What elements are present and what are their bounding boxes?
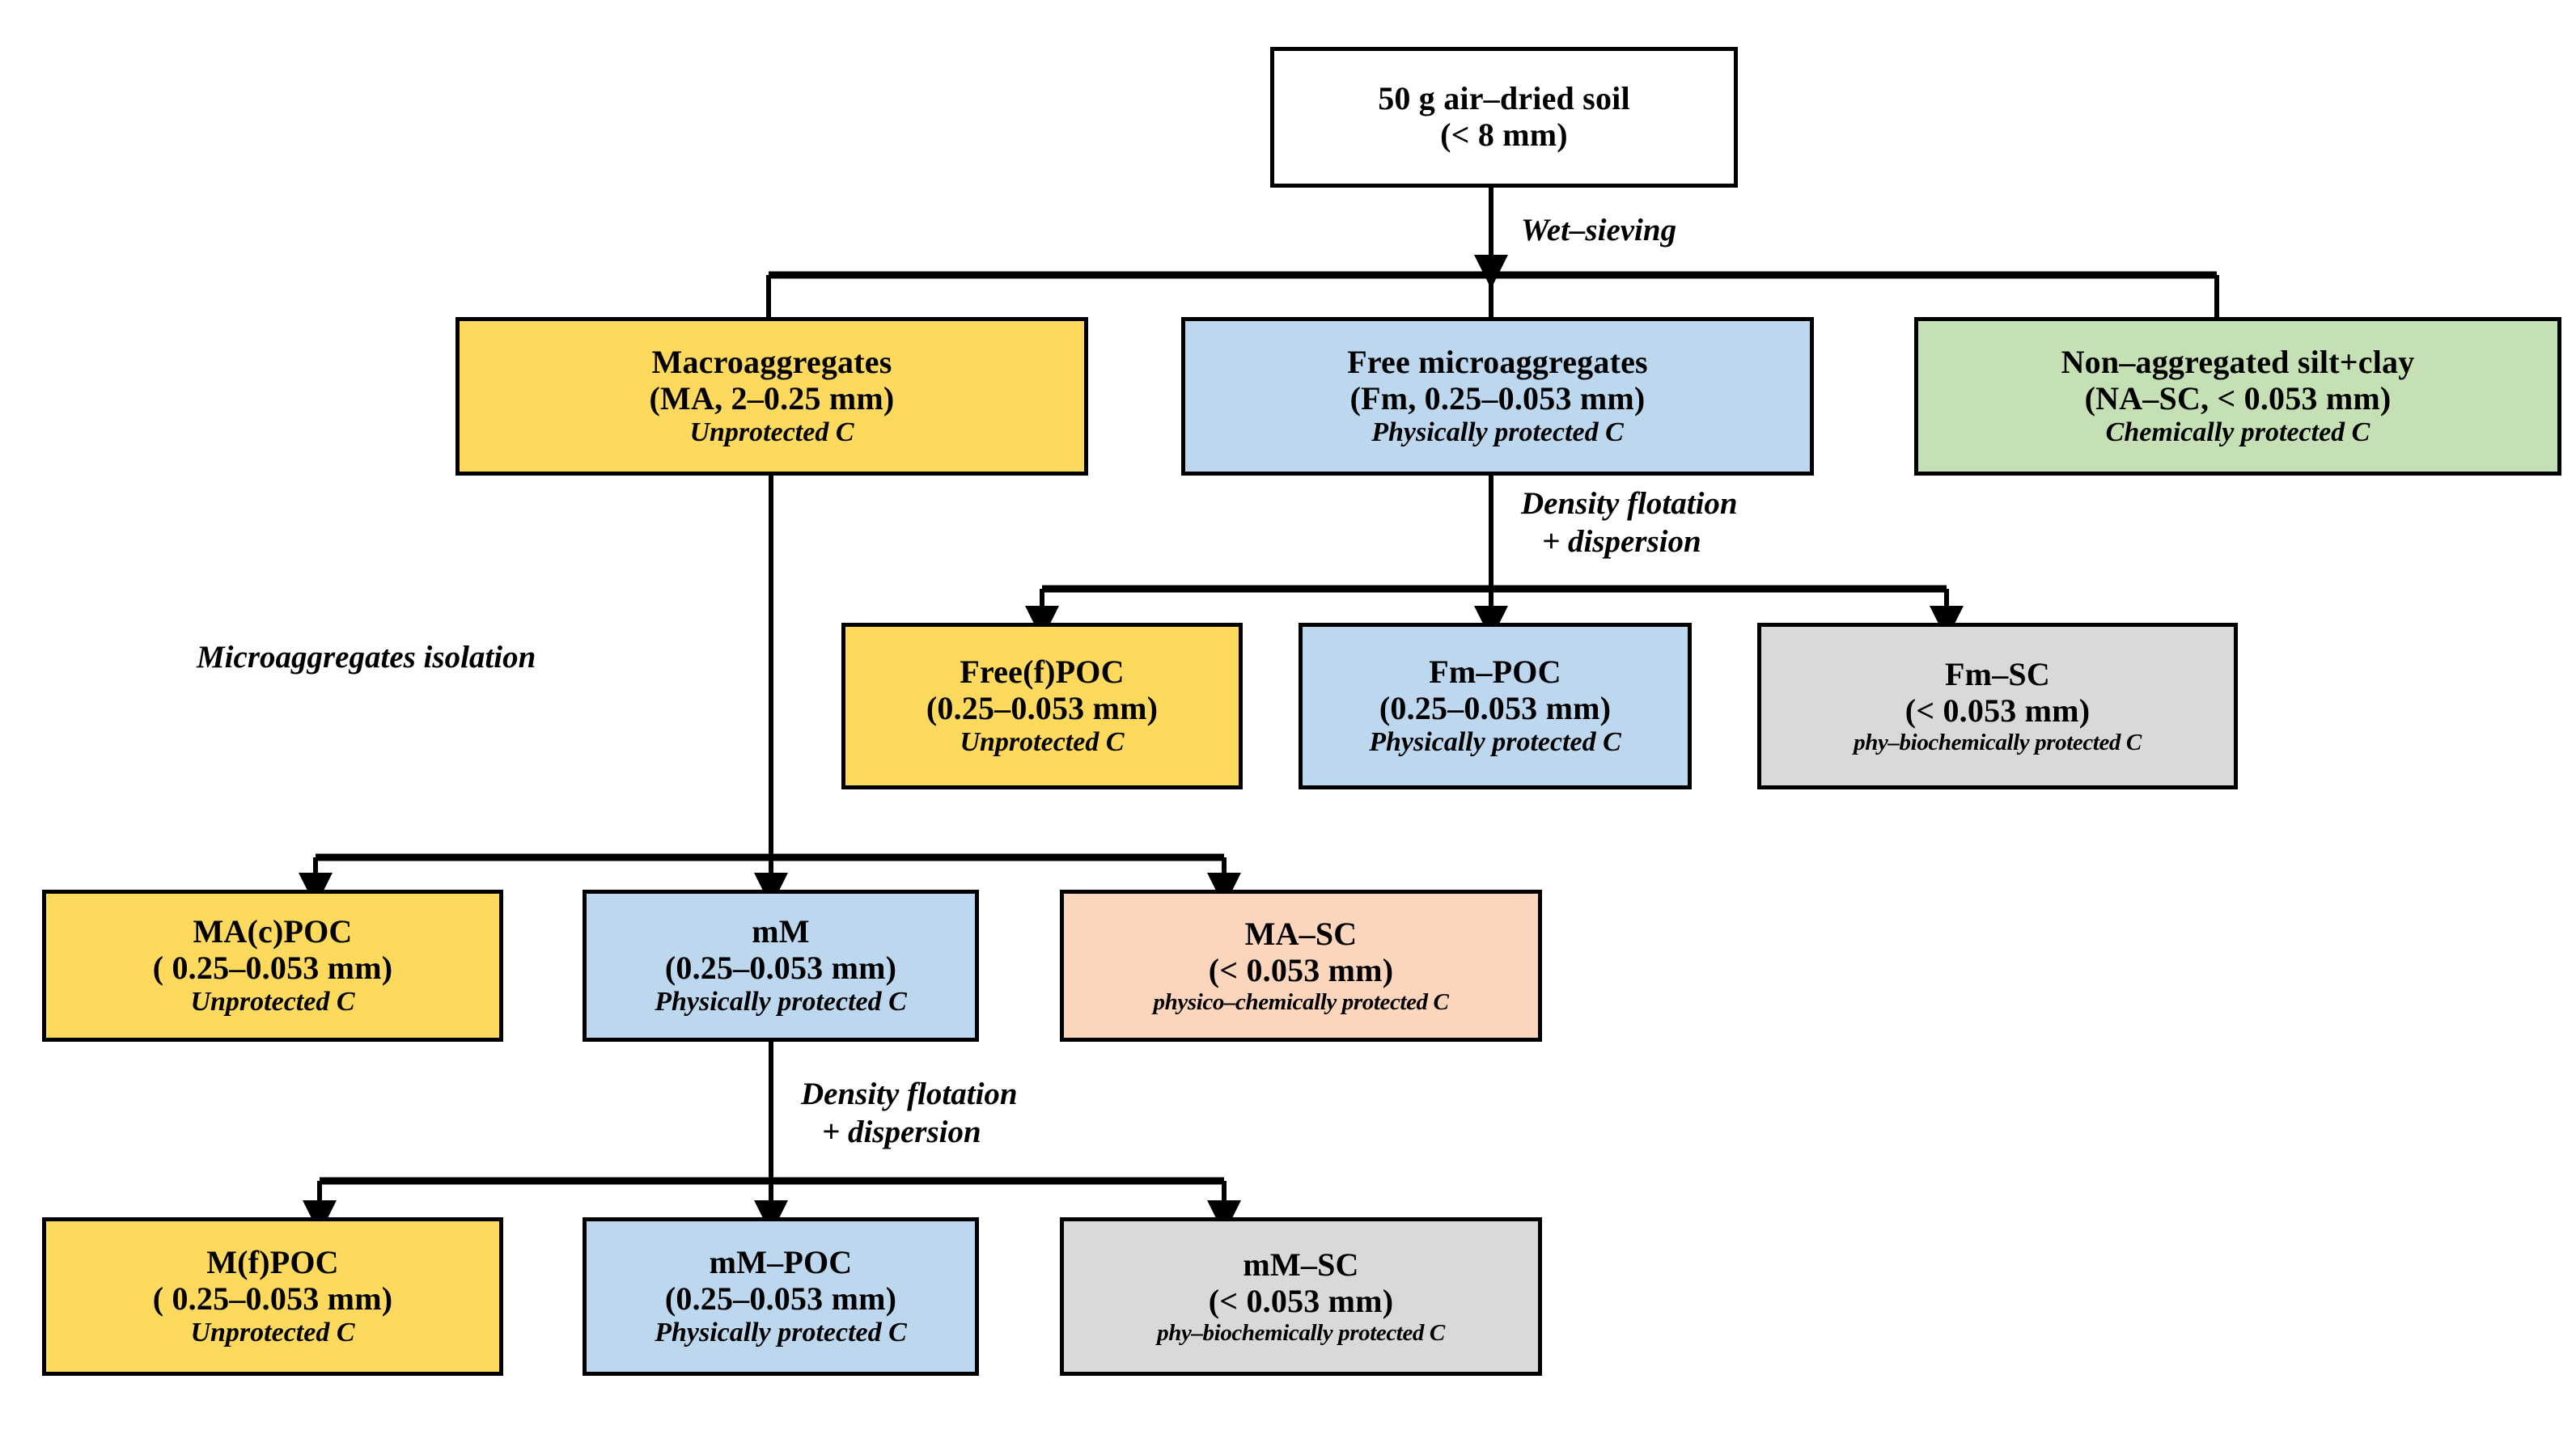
node-mm-line2: (0.25–0.053 mm) — [664, 949, 897, 986]
node-free-microaggregates-line3: Physically protected C — [1371, 417, 1624, 447]
node-fm-sc-line3: phy–biochemically protected C — [1854, 729, 2142, 755]
node-ma-c-poc-line1: MA(c)POC — [193, 913, 353, 950]
edge-label-microaggregates-isolation: Microaggregates isolation — [197, 640, 536, 675]
node-non-aggregated-silt-clay-line1: Non–aggregated silt+clay — [2061, 344, 2415, 381]
node-ma-sc-line1: MA–SC — [1244, 915, 1358, 952]
node-mm[interactable]: mM (0.25–0.053 mm) Physically protected … — [583, 890, 979, 1042]
edge-label-density-flotation-2: Density flotation + dispersion — [801, 1076, 1018, 1152]
edge-label-wet-sieving: Wet–sieving — [1521, 213, 1677, 248]
node-fm-poc-line1: Fm–POC — [1429, 654, 1561, 691]
node-ma-c-poc-line3: Unprotected C — [190, 986, 355, 1017]
node-non-aggregated-silt-clay-line3: Chemically protected C — [2105, 417, 2371, 447]
node-fm-sc[interactable]: Fm–SC (< 0.053 mm) phy–biochemically pro… — [1757, 623, 2238, 789]
connector-mm-to-bus — [303, 1042, 1241, 1234]
node-ma-sc-line3: physico–chemically protected C — [1153, 988, 1449, 1015]
node-mm-poc[interactable]: mM–POC (0.25–0.053 mm) Physically protec… — [583, 1217, 979, 1376]
edge-label-density-flotation-1: Density flotation + dispersion — [1521, 485, 1738, 561]
node-mm-sc-line1: mM–SC — [1243, 1246, 1359, 1283]
node-free-microaggregates-line1: Free microaggregates — [1347, 344, 1648, 381]
node-start-line1: 50 g air–dried soil — [1378, 80, 1630, 117]
node-macroaggregates-line2: (MA, 2–0.25 mm) — [649, 379, 895, 417]
node-m-f-poc-line1: M(f)POC — [206, 1244, 339, 1281]
node-fm-poc-line2: (0.25–0.053 mm) — [1379, 689, 1612, 726]
node-ma-sc[interactable]: MA–SC (< 0.053 mm) physico–chemically pr… — [1060, 890, 1542, 1042]
edge-label-density-flotation-1-line2: + dispersion — [1542, 523, 1701, 559]
node-free-f-poc[interactable]: Free(f)POC (0.25–0.053 mm) Unprotected C — [841, 623, 1243, 789]
node-free-f-poc-line1: Free(f)POC — [960, 654, 1125, 691]
node-mm-poc-line2: (0.25–0.053 mm) — [664, 1280, 897, 1317]
connector-fm-to-bus — [1025, 476, 1964, 640]
node-macroaggregates-line3: Unprotected C — [689, 417, 854, 447]
node-start-line2: (< 8 mm) — [1440, 116, 1568, 153]
node-start[interactable]: 50 g air–dried soil (< 8 mm) — [1270, 47, 1738, 188]
node-free-f-poc-line2: (0.25–0.053 mm) — [926, 689, 1159, 726]
node-free-microaggregates[interactable]: Free microaggregates (Fm, 0.25–0.053 mm)… — [1181, 317, 1814, 476]
edge-label-density-flotation-2-line2: + dispersion — [822, 1114, 981, 1149]
connector-start-to-bus — [766, 188, 2219, 319]
node-mm-sc-line2: (< 0.053 mm) — [1208, 1282, 1394, 1319]
node-fm-sc-line1: Fm–SC — [1945, 655, 2050, 692]
node-fm-poc[interactable]: Fm–POC (0.25–0.053 mm) Physically protec… — [1299, 623, 1692, 789]
node-m-f-poc-line2: ( 0.25–0.053 mm) — [152, 1280, 393, 1317]
node-m-f-poc[interactable]: M(f)POC ( 0.25–0.053 mm) Unprotected C — [42, 1217, 503, 1376]
edge-label-density-flotation-2-line1: Density flotation — [801, 1077, 1018, 1111]
node-mm-poc-line1: mM–POC — [709, 1244, 853, 1281]
node-non-aggregated-silt-clay-line2: (NA–SC, < 0.053 mm) — [2084, 379, 2392, 417]
node-ma-sc-line2: (< 0.053 mm) — [1208, 951, 1394, 988]
node-macroaggregates[interactable]: Macroaggregates (MA, 2–0.25 mm) Unprotec… — [455, 317, 1088, 476]
node-non-aggregated-silt-clay[interactable]: Non–aggregated silt+clay (NA–SC, < 0.053… — [1914, 317, 2561, 476]
node-free-f-poc-line3: Unprotected C — [960, 726, 1125, 757]
node-mm-line1: mM — [752, 913, 810, 950]
node-mm-line3: Physically protected C — [655, 986, 907, 1017]
node-m-f-poc-line3: Unprotected C — [190, 1317, 355, 1348]
node-mm-sc-line3: phy–biochemically protected C — [1157, 1319, 1445, 1346]
node-fm-poc-line3: Physically protected C — [1369, 726, 1621, 757]
node-macroaggregates-line1: Macroaggregates — [651, 344, 892, 381]
node-free-microaggregates-line2: (Fm, 0.25–0.053 mm) — [1349, 379, 1646, 417]
node-mm-sc[interactable]: mM–SC (< 0.053 mm) phy–biochemically pro… — [1060, 1217, 1542, 1376]
node-ma-c-poc[interactable]: MA(c)POC ( 0.25–0.053 mm) Unprotected C — [42, 890, 503, 1042]
node-mm-poc-line3: Physically protected C — [655, 1317, 907, 1348]
node-fm-sc-line2: (< 0.053 mm) — [1904, 692, 2091, 729]
edge-label-density-flotation-1-line1: Density flotation — [1521, 486, 1738, 521]
node-ma-c-poc-line2: ( 0.25–0.053 mm) — [152, 949, 393, 986]
